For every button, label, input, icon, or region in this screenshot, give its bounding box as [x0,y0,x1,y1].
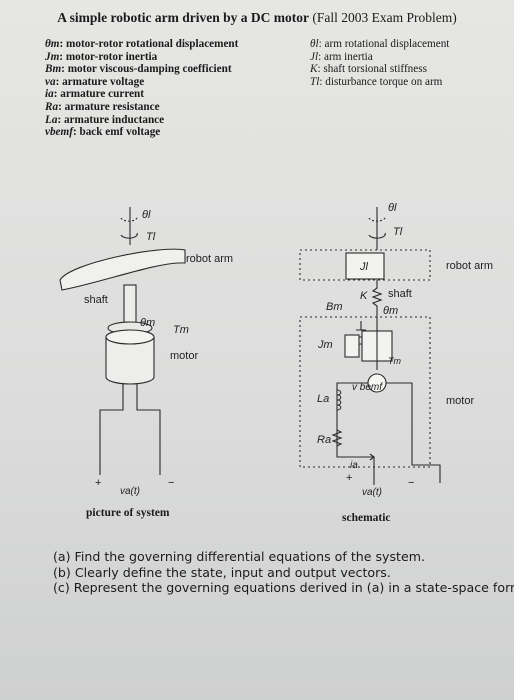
schem-theta-m-label: θm [383,305,398,317]
schem-v-bemf-label: v bemf [352,382,383,393]
theta-l-rotation-arrow [120,215,138,222]
pic-theta-m-label: θm [140,317,155,329]
robot-arm-box [299,249,431,281]
schem-theta-l-rotation [368,215,386,222]
schem-theta-l-label: θl [388,202,397,214]
pic-plus-sign: + [95,477,101,489]
def-theta-l: θl: arm rotational displacement [310,38,450,50]
pic-robot-arm-label: robot arm [186,253,233,265]
inductor-la [336,389,342,411]
motor-body [105,337,155,385]
motor-top [105,329,155,345]
def-l-a: La: armature inductance [45,113,165,126]
picture-caption: picture of system [86,507,170,519]
damper-b-m [356,321,366,345]
def-b-m: Bm: motor viscous-damping coefficient [45,63,232,76]
def-r-a: Ra: armature resistance [45,100,160,113]
shaft-spring [371,280,383,316]
definitions-left: θm: motor-rotor rotational displacement … [45,38,238,139]
schematic-diagram [299,207,441,485]
circuit-right-wire [386,382,441,483]
wire-left [99,384,124,475]
schem-minus-sign: − [408,477,414,489]
def-k: K: shaft torsional stiffness [310,63,427,76]
pic-t-l-label: Tl [146,231,156,243]
def-theta-m: θm: motor-rotor rotational displacement [45,38,239,50]
question-list: (a) Find the governing differential equa… [53,549,514,596]
current-arrow [362,453,375,461]
schem-l-a-label: La [317,393,329,405]
j-m-rotor-left [344,334,360,358]
schem-j-m-label: Jm [317,339,333,351]
j-l-inertia-block [345,252,385,280]
wire-right [136,384,161,475]
schem-t-l-label: Tl [393,226,403,238]
schematic-caption: schematic [342,512,391,524]
def-t-l: Tl: disturbance torque on arm [310,75,443,88]
def-j-m: Jm: motor-rotor inertia [45,50,158,63]
schem-plus-sign: + [346,472,352,484]
schem-i-a-label: ia [350,460,358,471]
title-note: (Fall 2003 Exam Problem) [312,10,457,25]
definitions-right: θl: arm rotational displacement Jl: arm … [310,38,449,88]
def-v-bemf: vbemf: back emf voltage [45,126,161,139]
pic-theta-l-label: θl [142,209,151,221]
schem-motor-label: motor [446,395,474,407]
question-c: (c) Represent the governing equations de… [53,580,514,595]
figure-area: θl Tl robot arm shaft θm Tm motor + − va… [59,202,493,498]
schem-b-m-label: Bm [326,301,343,313]
motor-box [299,316,431,468]
schem-robot-arm-label: robot arm [446,260,493,272]
question-b: (b) Clearly define the state, input and … [53,564,391,580]
robot-arm-shape [59,248,186,291]
def-j-l: Jl: arm inertia [310,50,373,63]
circuit-left-wire [336,382,368,458]
def-i-a: ia: armature current [45,88,145,101]
t-l-rotation-arrow [120,232,138,239]
def-v-a: va: armature voltage [45,75,145,88]
schem-k-label: K [360,290,368,302]
schem-t-m-label: Tm [388,356,401,366]
question-a: (a) Find the governing differential equa… [53,549,426,564]
shaft-shape [123,284,137,328]
pic-minus-sign: − [168,477,174,489]
schem-va-label: va(t) [362,487,382,498]
pic-va-label: va(t) [120,486,140,497]
schem-t-l-rotation [368,232,386,239]
schem-shaft-label: shaft [388,288,412,300]
picture-of-system [59,207,186,475]
problem-title: A simple robotic arm driven by a DC moto… [0,10,514,26]
resistor-ra [331,429,343,447]
pic-shaft-label: shaft [84,294,108,306]
schem-r-a-label: Ra [317,434,331,446]
pic-t-m-label: Tm [173,324,189,336]
pic-motor-label: motor [170,350,198,362]
title-main: A simple robotic arm driven by a DC moto… [57,10,309,25]
schem-j-l-label: Jl [359,261,369,273]
